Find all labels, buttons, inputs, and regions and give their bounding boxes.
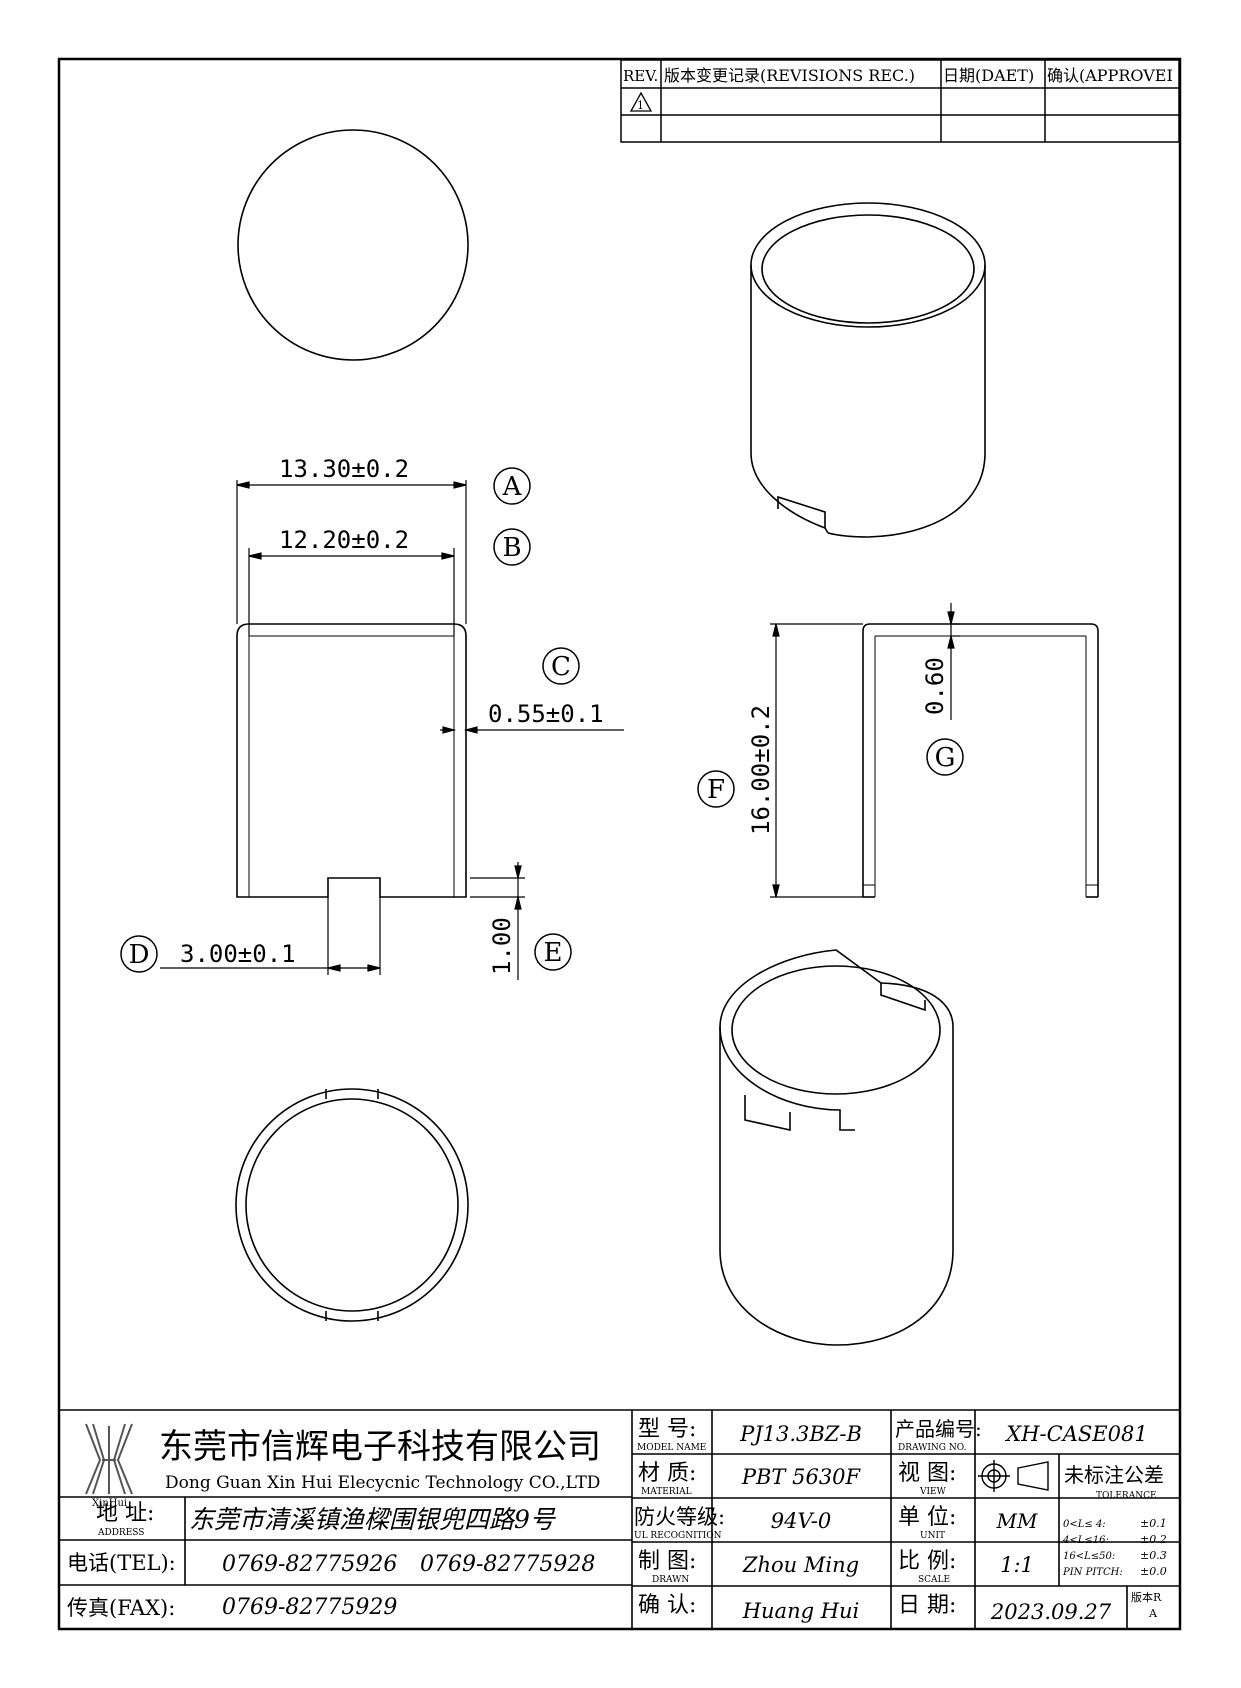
- section-view: [862, 623, 1099, 898]
- dim-g-text: 0.60: [921, 657, 949, 715]
- tel-value-1: 0769-82775926: [222, 1552, 397, 1577]
- dim-a-text: 13.30±0.2: [279, 455, 409, 483]
- date-label: 日 期:: [898, 1593, 956, 1618]
- tolerance-title-en: TOLERANCE: [1096, 1491, 1157, 1501]
- drawn-value: Zhou Ming: [742, 1553, 859, 1577]
- company-name-cn: 东莞市信辉电子科技有限公司: [159, 1427, 601, 1467]
- drawing-no-value: XH-CASE081: [1004, 1422, 1147, 1446]
- callout-e-circle: [534, 933, 572, 971]
- model-label-en: MODEL NAME: [637, 1443, 706, 1453]
- date-value: 2023.09.27: [990, 1600, 1112, 1624]
- rev-header: REV.: [623, 67, 658, 85]
- drawn-label-en: DRAWN: [652, 1575, 689, 1585]
- callout-b-label: B: [502, 533, 521, 563]
- material-label: 材 质:: [638, 1461, 696, 1486]
- callout-c-circle: [542, 647, 580, 685]
- callout-d-label: D: [129, 940, 150, 970]
- callout-d-circle: [120, 935, 158, 973]
- dim-e-text: 1.00: [488, 917, 516, 975]
- material-value: PBT 5630F: [741, 1465, 862, 1489]
- sheet-border: [57, 57, 1182, 1631]
- ul-value: 94V-0: [771, 1509, 831, 1533]
- ul-label-en: UL RECOGNITION: [634, 1531, 722, 1541]
- tolerance-range-2: 4<L≤16:: [1062, 1535, 1109, 1546]
- dim-g-lines: [947, 603, 960, 720]
- check-value: Huang Hui: [742, 1599, 860, 1623]
- dim-d-lines: [160, 897, 381, 975]
- fax-label: 传真(FAX):: [67, 1596, 175, 1620]
- version-label: 版本R: [1131, 1590, 1162, 1604]
- callout-a-label: A: [502, 472, 523, 502]
- address-value: 东莞市清溪镇渔樑围银兜四路9号: [189, 1505, 557, 1534]
- address-label-en: ADDRESS: [97, 1528, 144, 1538]
- revision-table: [620, 59, 1180, 143]
- drawn-label: 制 图:: [638, 1549, 696, 1574]
- dim-f-lines: [770, 623, 863, 898]
- drawing-no-label: 产品编号:: [895, 1417, 982, 1441]
- tolerance-range-4: PIN PITCH:: [1062, 1567, 1123, 1578]
- callout-e-label: E: [544, 938, 563, 968]
- unit-value: MM: [996, 1509, 1038, 1533]
- dim-c-text: 0.55±0.1: [488, 700, 604, 728]
- dim-e-lines: [470, 862, 525, 980]
- dim-b-text: 12.20±0.2: [279, 526, 409, 554]
- tolerance-value-2: ±0.2: [1140, 1533, 1167, 1546]
- model-value: PJ13.3BZ-B: [739, 1422, 862, 1446]
- unit-label: 单 位:: [898, 1505, 956, 1530]
- callout-a-circle: [493, 467, 531, 505]
- dim-a-lines: [236, 480, 467, 624]
- top-view-circle: [237, 129, 469, 361]
- scale-label: 比 例:: [898, 1549, 956, 1574]
- iso-view-top: [750, 202, 986, 538]
- view-label: 视 图:: [898, 1461, 956, 1486]
- revision-number: 1: [637, 99, 644, 112]
- company-logo-icon: [85, 1423, 133, 1495]
- tolerance-value-3: ±0.3: [1140, 1549, 1167, 1562]
- dim-d-text: 3.00±0.1: [180, 940, 296, 968]
- address-label: 地 址:: [96, 1501, 154, 1526]
- dim-b-lines: [248, 548, 455, 636]
- approve-header: 确认(APPROVEI: [1047, 66, 1173, 85]
- dim-f-text: 16.00±0.2: [747, 705, 775, 835]
- callout-f-label: F: [707, 775, 725, 805]
- date-header: 日期(DAET): [943, 66, 1034, 85]
- company-name-en: Dong Guan Xin Hui Elecycnic Technology C…: [165, 1473, 600, 1493]
- projection-symbol-icon: [978, 1460, 1049, 1492]
- bottom-view-ring: [235, 1088, 469, 1322]
- callout-f-circle: [697, 770, 735, 808]
- tolerance-title: 未标注公差: [1064, 1463, 1164, 1487]
- tolerance-range-1: 0<L≤ 4:: [1063, 1519, 1106, 1530]
- revision-triangle-icon: [629, 91, 653, 112]
- revisions-record-header: 版本变更记录(REVISIONS REC.): [664, 66, 915, 85]
- tolerance-range-3: 16<L≤50:: [1063, 1551, 1115, 1562]
- title-block-grid: [59, 1409, 1180, 1629]
- view-label-en: VIEW: [919, 1487, 947, 1497]
- material-label-en: MATERIAL: [641, 1487, 692, 1497]
- tolerance-value-1: ±0.1: [1140, 1517, 1167, 1530]
- check-label: 确 认:: [638, 1593, 696, 1618]
- callout-g-label: G: [935, 743, 956, 773]
- scale-value: 1:1: [1000, 1553, 1034, 1577]
- callout-b-circle: [493, 528, 531, 566]
- tolerance-value-4: ±0.0: [1140, 1565, 1167, 1578]
- model-label: 型 号:: [638, 1417, 696, 1442]
- callout-c-label: C: [551, 652, 571, 682]
- company-logo-text: XinHui: [92, 1498, 127, 1509]
- fax-value: 0769-82775929: [222, 1595, 397, 1620]
- drawing-no-label-en: DRAWING NO.: [898, 1443, 967, 1453]
- front-view: [236, 623, 467, 898]
- scale-label-en: SCALE: [918, 1575, 950, 1585]
- ul-label: 防火等级:: [634, 1505, 725, 1529]
- tel-value-2: 0769-82775928: [420, 1552, 595, 1577]
- version-value: A: [1148, 1607, 1158, 1620]
- callout-g-circle: [926, 738, 964, 776]
- iso-view-bottom: [719, 949, 954, 1346]
- dim-c-lines: [440, 726, 624, 734]
- tel-label: 电话(TEL):: [67, 1551, 176, 1575]
- unit-label-en: UNIT: [920, 1531, 945, 1541]
